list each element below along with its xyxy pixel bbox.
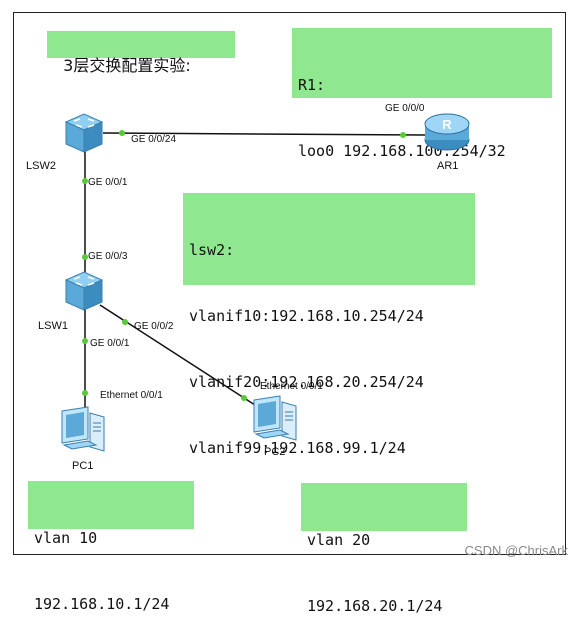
diagram-frame [13,12,566,555]
pc2-note: vlan 20 192.168.20.1/24 [301,483,467,615]
lsw2-note-line: vlanif20:192.168.20.254/24 [189,373,424,391]
watermark: CSDN @ChrisArk [464,543,568,558]
lsw2-note: lsw2: vlanif10:192.168.10.254/24 vlanif2… [183,193,475,457]
lsw2-note-line: vlanif99:192.168.99.1/24 [189,439,406,457]
device-label-ar1: AR1 [437,160,459,172]
device-label-lsw2: LSW2 [26,160,56,172]
port-label-lsw1-ge001: GE 0/0/1 [90,338,130,349]
port-label-pc2-eth: Ethernet 0/0/1 [260,381,323,392]
pc-icon[interactable] [58,405,110,459]
pc1-note: vlan 10 192.168.10.1/24 [28,481,194,613]
port-label-lsw1-ge003: GE 0/0/3 [88,251,128,262]
port-dot-lsw1-ge001 [82,338,88,344]
port-label-pc1-eth: Ethernet 0/0/1 [100,390,163,401]
pc-icon[interactable] [250,394,302,448]
device-label-pc2: PC2 [264,446,286,458]
topology-links [82,130,426,408]
port-label-lsw2-ge001: GE 0/0/1 [88,177,128,188]
link-lsw2-ar1 [102,132,426,136]
pc1-note-line: vlan 10 [34,529,98,547]
pc2-note-line: vlan 20 [307,531,371,549]
r1-note-line: R1: [298,76,326,94]
port-dot-pc1-eth [82,390,88,396]
port-label-ar1-ge000: GE 0/0/0 [385,103,425,114]
svg-text:R: R [442,117,452,132]
port-dot-ar1-ge000 [400,132,406,138]
port-dot-lsw1-ge003 [82,254,88,260]
pc2-note-line: 192.168.20.1/24 [307,597,443,615]
pc1-note-line: 192.168.10.1/24 [34,595,170,613]
device-label-lsw1: LSW1 [38,320,68,332]
port-dot-lsw1-ge002 [122,319,128,325]
switch-icon[interactable] [60,112,106,158]
port-dot-pc2-eth [241,395,247,401]
port-dot-lsw2-ge0024 [119,130,125,136]
port-label-lsw1-ge002: GE 0/0/2 [134,321,174,332]
lsw2-note-line: vlanif10:192.168.10.254/24 [189,307,424,325]
port-dot-lsw2-ge001 [82,178,88,184]
lsw2-note-line: lsw2: [189,241,235,259]
switch-icon[interactable] [60,270,106,316]
device-label-pc1: PC1 [72,460,94,472]
port-label-lsw2-ge0024: GE 0/0/24 [131,134,177,145]
router-icon[interactable]: R [422,110,472,158]
r1-note: R1: loo0 192.168.100.254/32 192.168.99.2… [292,28,552,226]
r1-note-line: loo0 192.168.100.254/32 [298,142,506,160]
title-note: 3层交换配置实验: [47,31,235,75]
